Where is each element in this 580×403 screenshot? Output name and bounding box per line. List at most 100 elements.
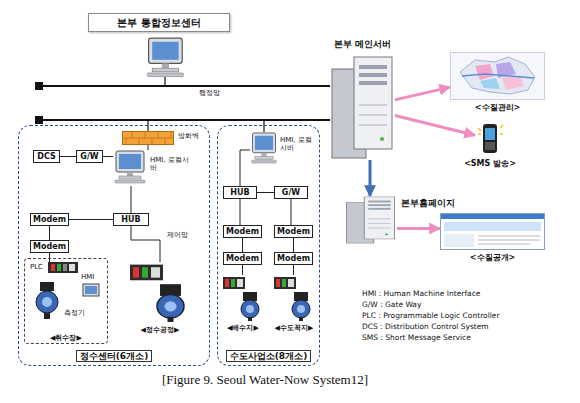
icon-part bbox=[359, 105, 387, 106]
box-label: Modem bbox=[277, 227, 310, 236]
icon-part bbox=[478, 244, 530, 245]
icon-part bbox=[85, 286, 97, 294]
node-label: ◀배수지▶ bbox=[227, 324, 259, 332]
abbreviation-note: DCS : Distribution Control System bbox=[362, 323, 489, 332]
icon-part bbox=[241, 300, 259, 318]
center-computer bbox=[147, 38, 183, 76]
phone-node: <SMS 발송> bbox=[475, 122, 505, 156]
network-link bbox=[293, 265, 294, 275]
phone-icon bbox=[475, 122, 505, 156]
icon-part bbox=[147, 73, 183, 77]
box-label: HUB bbox=[230, 188, 249, 197]
icon-part bbox=[40, 85, 330, 87]
icon-part bbox=[231, 279, 235, 287]
icon-part bbox=[127, 172, 133, 176]
process-box: Modem bbox=[30, 213, 69, 226]
computer-icon bbox=[113, 150, 147, 184]
icon-part bbox=[115, 180, 145, 183]
icon-part bbox=[359, 125, 387, 126]
web-icon bbox=[440, 213, 545, 250]
node-label: ◀수도꼭지▶ bbox=[275, 324, 314, 332]
icon-part bbox=[263, 120, 264, 132]
icon-part bbox=[480, 78, 500, 89]
icon-part bbox=[462, 74, 534, 78]
box-label: HUB bbox=[121, 215, 140, 224]
icon-part bbox=[359, 65, 387, 69]
node-label: HMI, 로컬서버 bbox=[150, 156, 192, 172]
process-box: DCS bbox=[33, 150, 60, 163]
network-link bbox=[49, 226, 50, 240]
icon-part bbox=[119, 154, 141, 169]
box-label: Modem bbox=[226, 254, 259, 263]
region-label: ◀취수장▶ bbox=[50, 334, 82, 342]
icon-part bbox=[123, 132, 174, 145]
admin-bus bbox=[35, 77, 330, 132]
server-icon bbox=[345, 196, 397, 244]
abbreviation-note: G/W : Gate Way bbox=[362, 301, 421, 310]
icon-part bbox=[483, 124, 497, 153]
abbreviation-note: HMI : Human Machine Interface bbox=[362, 290, 480, 299]
icon-part bbox=[116, 151, 144, 172]
plc-icon bbox=[28, 262, 104, 328]
network-link bbox=[131, 226, 160, 262]
icon-part bbox=[368, 223, 390, 224]
icon-part bbox=[63, 264, 67, 271]
network-link bbox=[240, 150, 250, 186]
node-label: 방화벽 bbox=[178, 132, 199, 140]
box-label: Modem bbox=[33, 242, 66, 251]
network-link bbox=[103, 156, 113, 157]
node-label: <수질공개> bbox=[470, 253, 515, 262]
box-label: G/W bbox=[282, 188, 300, 197]
icon-part bbox=[444, 234, 474, 247]
process-box: Modem bbox=[274, 252, 313, 265]
process-box: Modem bbox=[223, 225, 262, 238]
icon-part bbox=[359, 115, 387, 116]
plc-node: PLCHMI측정기 bbox=[28, 262, 104, 328]
abbreviation-note: PLC : Programmable Logic Controller bbox=[362, 312, 500, 321]
box-label: Modem bbox=[33, 215, 66, 224]
icon-part bbox=[142, 267, 148, 277]
node-label: HMI, 로컬서버 bbox=[280, 136, 318, 152]
network-label: 제어망 bbox=[166, 231, 189, 239]
process-box: Modem bbox=[223, 252, 262, 265]
box-label: G/W bbox=[80, 152, 98, 161]
icon-part bbox=[255, 136, 273, 150]
icon-part bbox=[48, 262, 78, 273]
icon-part bbox=[292, 300, 310, 318]
icon-part bbox=[274, 277, 296, 289]
process-box: G/W bbox=[76, 150, 103, 163]
icon-part bbox=[282, 279, 286, 287]
icon-part bbox=[354, 57, 392, 149]
region-label: 정수센터(6개소) bbox=[76, 350, 153, 362]
network-link bbox=[148, 145, 149, 150]
box-label: DCS bbox=[37, 152, 55, 161]
icon-part bbox=[248, 317, 252, 321]
process-box: Modem bbox=[274, 225, 313, 238]
icon-part bbox=[162, 63, 169, 68]
process-box: 본부 통합정보센터 bbox=[88, 13, 230, 32]
icon-part bbox=[57, 264, 61, 271]
map-icon bbox=[450, 52, 545, 100]
icon-part bbox=[364, 197, 394, 239]
icon-part bbox=[288, 279, 294, 287]
icon-part bbox=[478, 236, 540, 237]
device-icon bbox=[223, 275, 263, 321]
icon-part bbox=[451, 53, 545, 100]
icon-part bbox=[297, 305, 305, 313]
icon-part bbox=[485, 128, 495, 140]
icon-part bbox=[485, 142, 495, 150]
network-link bbox=[293, 238, 294, 252]
icon-part bbox=[35, 82, 43, 90]
node-label: 측정기 bbox=[64, 309, 85, 317]
node-label: PLC bbox=[30, 263, 43, 271]
icon-part bbox=[152, 42, 178, 60]
device-icon bbox=[274, 275, 314, 321]
node-label: <수질관리> bbox=[475, 103, 520, 112]
icon-part bbox=[40, 282, 54, 291]
node-label: ◀정수공정▶ bbox=[141, 326, 180, 334]
icon-part bbox=[152, 68, 178, 72]
icon-part bbox=[122, 138, 174, 139]
site-region: 수도사업소(8개소)HMI, 로컬서버HUBG/WModemModemModem… bbox=[217, 125, 320, 366]
icon-part bbox=[69, 264, 75, 271]
server-node: 본부 메인서버 bbox=[330, 55, 395, 160]
